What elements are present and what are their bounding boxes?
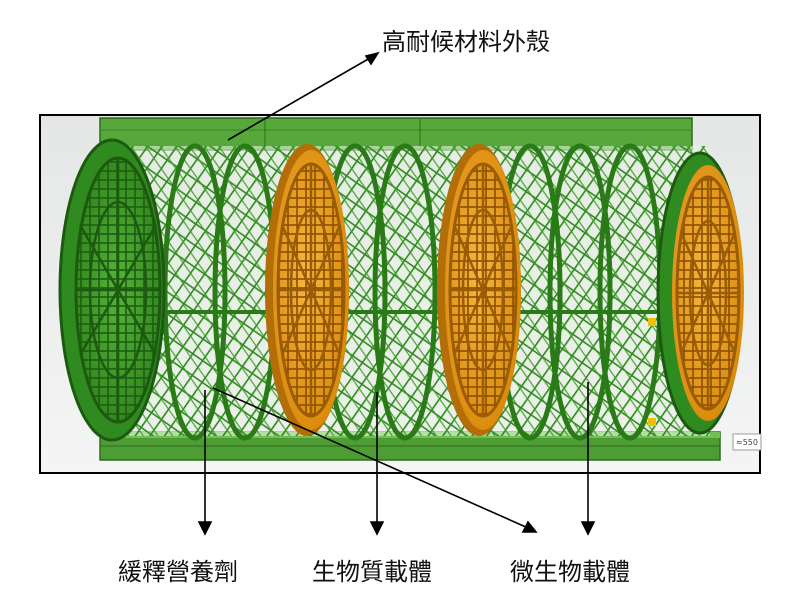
label-shell: 高耐候材料外殼 xyxy=(382,28,550,56)
arrow-shell xyxy=(227,57,371,141)
dimension-tag: ≈550 xyxy=(732,433,762,451)
orange-disk-1 xyxy=(265,144,349,436)
annotation-arrows xyxy=(197,51,596,536)
dimension-tag-text: ≈550 xyxy=(736,438,758,447)
mesh-cylinder xyxy=(110,143,710,441)
label-microbe-carrier: 微生物載體 xyxy=(510,558,630,586)
right-end-cap xyxy=(648,151,744,435)
left-end-cap xyxy=(58,138,166,442)
orange-disk-2 xyxy=(437,144,521,436)
arrow-microbe-diagonal xyxy=(212,387,529,529)
label-slow-release: 緩釋營養劑 xyxy=(118,558,238,586)
top-rail xyxy=(99,117,693,151)
label-biomass-carrier: 生物質載體 xyxy=(312,558,432,586)
